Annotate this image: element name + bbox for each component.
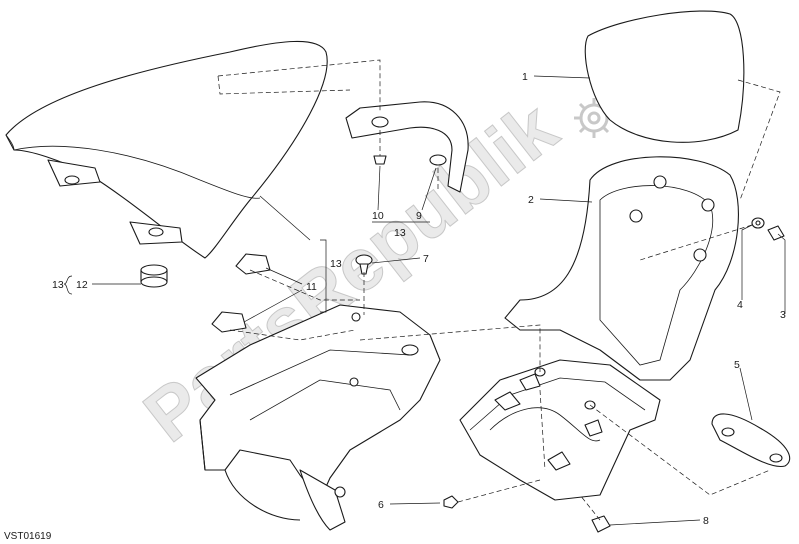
callout-6: 6	[378, 499, 384, 511]
callout-7: 7	[423, 253, 429, 265]
callout-4: 4	[737, 299, 743, 311]
callout-labels: 1 2 3 4 5 6 7 8 9 10 11 12 13 13 13	[52, 71, 786, 527]
callout-1: 1	[522, 71, 528, 83]
leader-lines	[63, 75, 786, 526]
callout-5: 5	[734, 359, 740, 371]
seat-frame	[195, 304, 441, 531]
assembly-lines	[217, 59, 781, 521]
callout-13-left: 13	[52, 279, 64, 291]
passenger-tray	[459, 359, 661, 501]
passenger-base	[504, 156, 739, 381]
callout-12: 12	[76, 279, 88, 291]
plate-5	[711, 413, 791, 468]
callout-9: 9	[416, 210, 422, 222]
screw-10	[373, 155, 387, 165]
nut-6	[443, 495, 459, 509]
callout-10: 10	[372, 210, 384, 222]
screw-3	[767, 225, 785, 241]
screw-8	[591, 515, 611, 533]
washer-4	[751, 217, 765, 229]
rubber-buffer	[140, 264, 168, 288]
callout-8: 8	[703, 515, 709, 527]
callout-3: 3	[780, 309, 786, 321]
rider-seat	[5, 40, 328, 259]
seat-pads	[211, 253, 271, 333]
bracket-cover	[345, 101, 469, 193]
callout-13-middle: 13	[394, 227, 406, 239]
drawing-code: VST01619	[4, 531, 52, 542]
callout-2: 2	[528, 194, 534, 206]
passenger-pad	[584, 10, 745, 143]
callout-11: 11	[306, 281, 317, 293]
callout-13-right: 13	[330, 258, 342, 270]
screw-7	[355, 254, 373, 275]
